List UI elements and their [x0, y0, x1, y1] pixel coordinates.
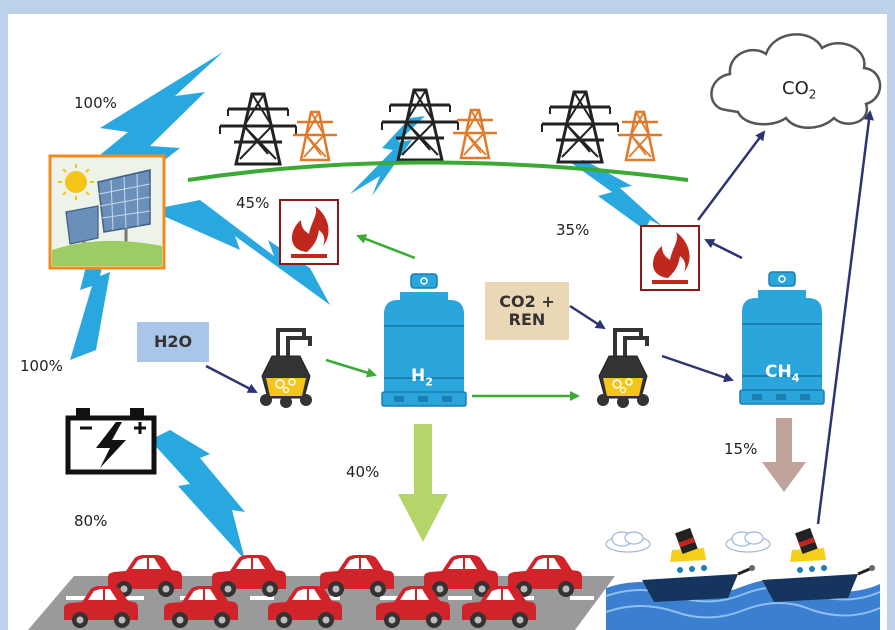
- solar-panel-icon: [48, 154, 166, 270]
- h2-power-percent: 45%: [236, 194, 270, 212]
- co2-label-main: CO: [782, 78, 809, 99]
- ch4-use-arrow: [762, 418, 806, 492]
- co2-ren-line2: REN: [508, 310, 546, 329]
- flame-icon: [640, 225, 700, 291]
- flow-arrows: [205, 110, 874, 525]
- solar-to-battery-percent: 100%: [20, 357, 63, 375]
- h2-cars-percent: 40%: [346, 463, 380, 481]
- water-label: H2O: [137, 322, 209, 362]
- ch4-ships-percent: 15%: [724, 440, 758, 458]
- power-grid: [187, 88, 689, 182]
- co2-label-sub: 2: [808, 87, 817, 102]
- h2-use-arrow: [398, 424, 448, 542]
- flame-icon: [279, 199, 339, 265]
- lightning-icon: [70, 52, 662, 560]
- cloud-icon: [710, 33, 882, 129]
- ch4-power-percent: 35%: [556, 221, 590, 239]
- methane-label-main: CH: [765, 362, 792, 382]
- co2-cloud-label: CO2: [782, 78, 816, 102]
- co2-ren-label: CO2 + REN: [485, 282, 569, 340]
- hydrogen-label-main: H: [411, 366, 426, 386]
- battery-icon: [65, 408, 157, 475]
- hydrogen-label: H2: [411, 366, 433, 388]
- methane-label-sub: 4: [791, 371, 800, 385]
- water-label-text: H2O: [153, 331, 193, 351]
- reactor-icon: [258, 328, 314, 410]
- battery-to-cars-percent: 80%: [74, 512, 108, 530]
- co2-ren-line1: CO2 +: [499, 291, 555, 311]
- reactor-icon: [595, 328, 651, 410]
- hydrogen-label-sub: 2: [425, 375, 433, 389]
- methane-label: CH4: [765, 362, 799, 384]
- solar-input-percent: 100%: [74, 94, 117, 112]
